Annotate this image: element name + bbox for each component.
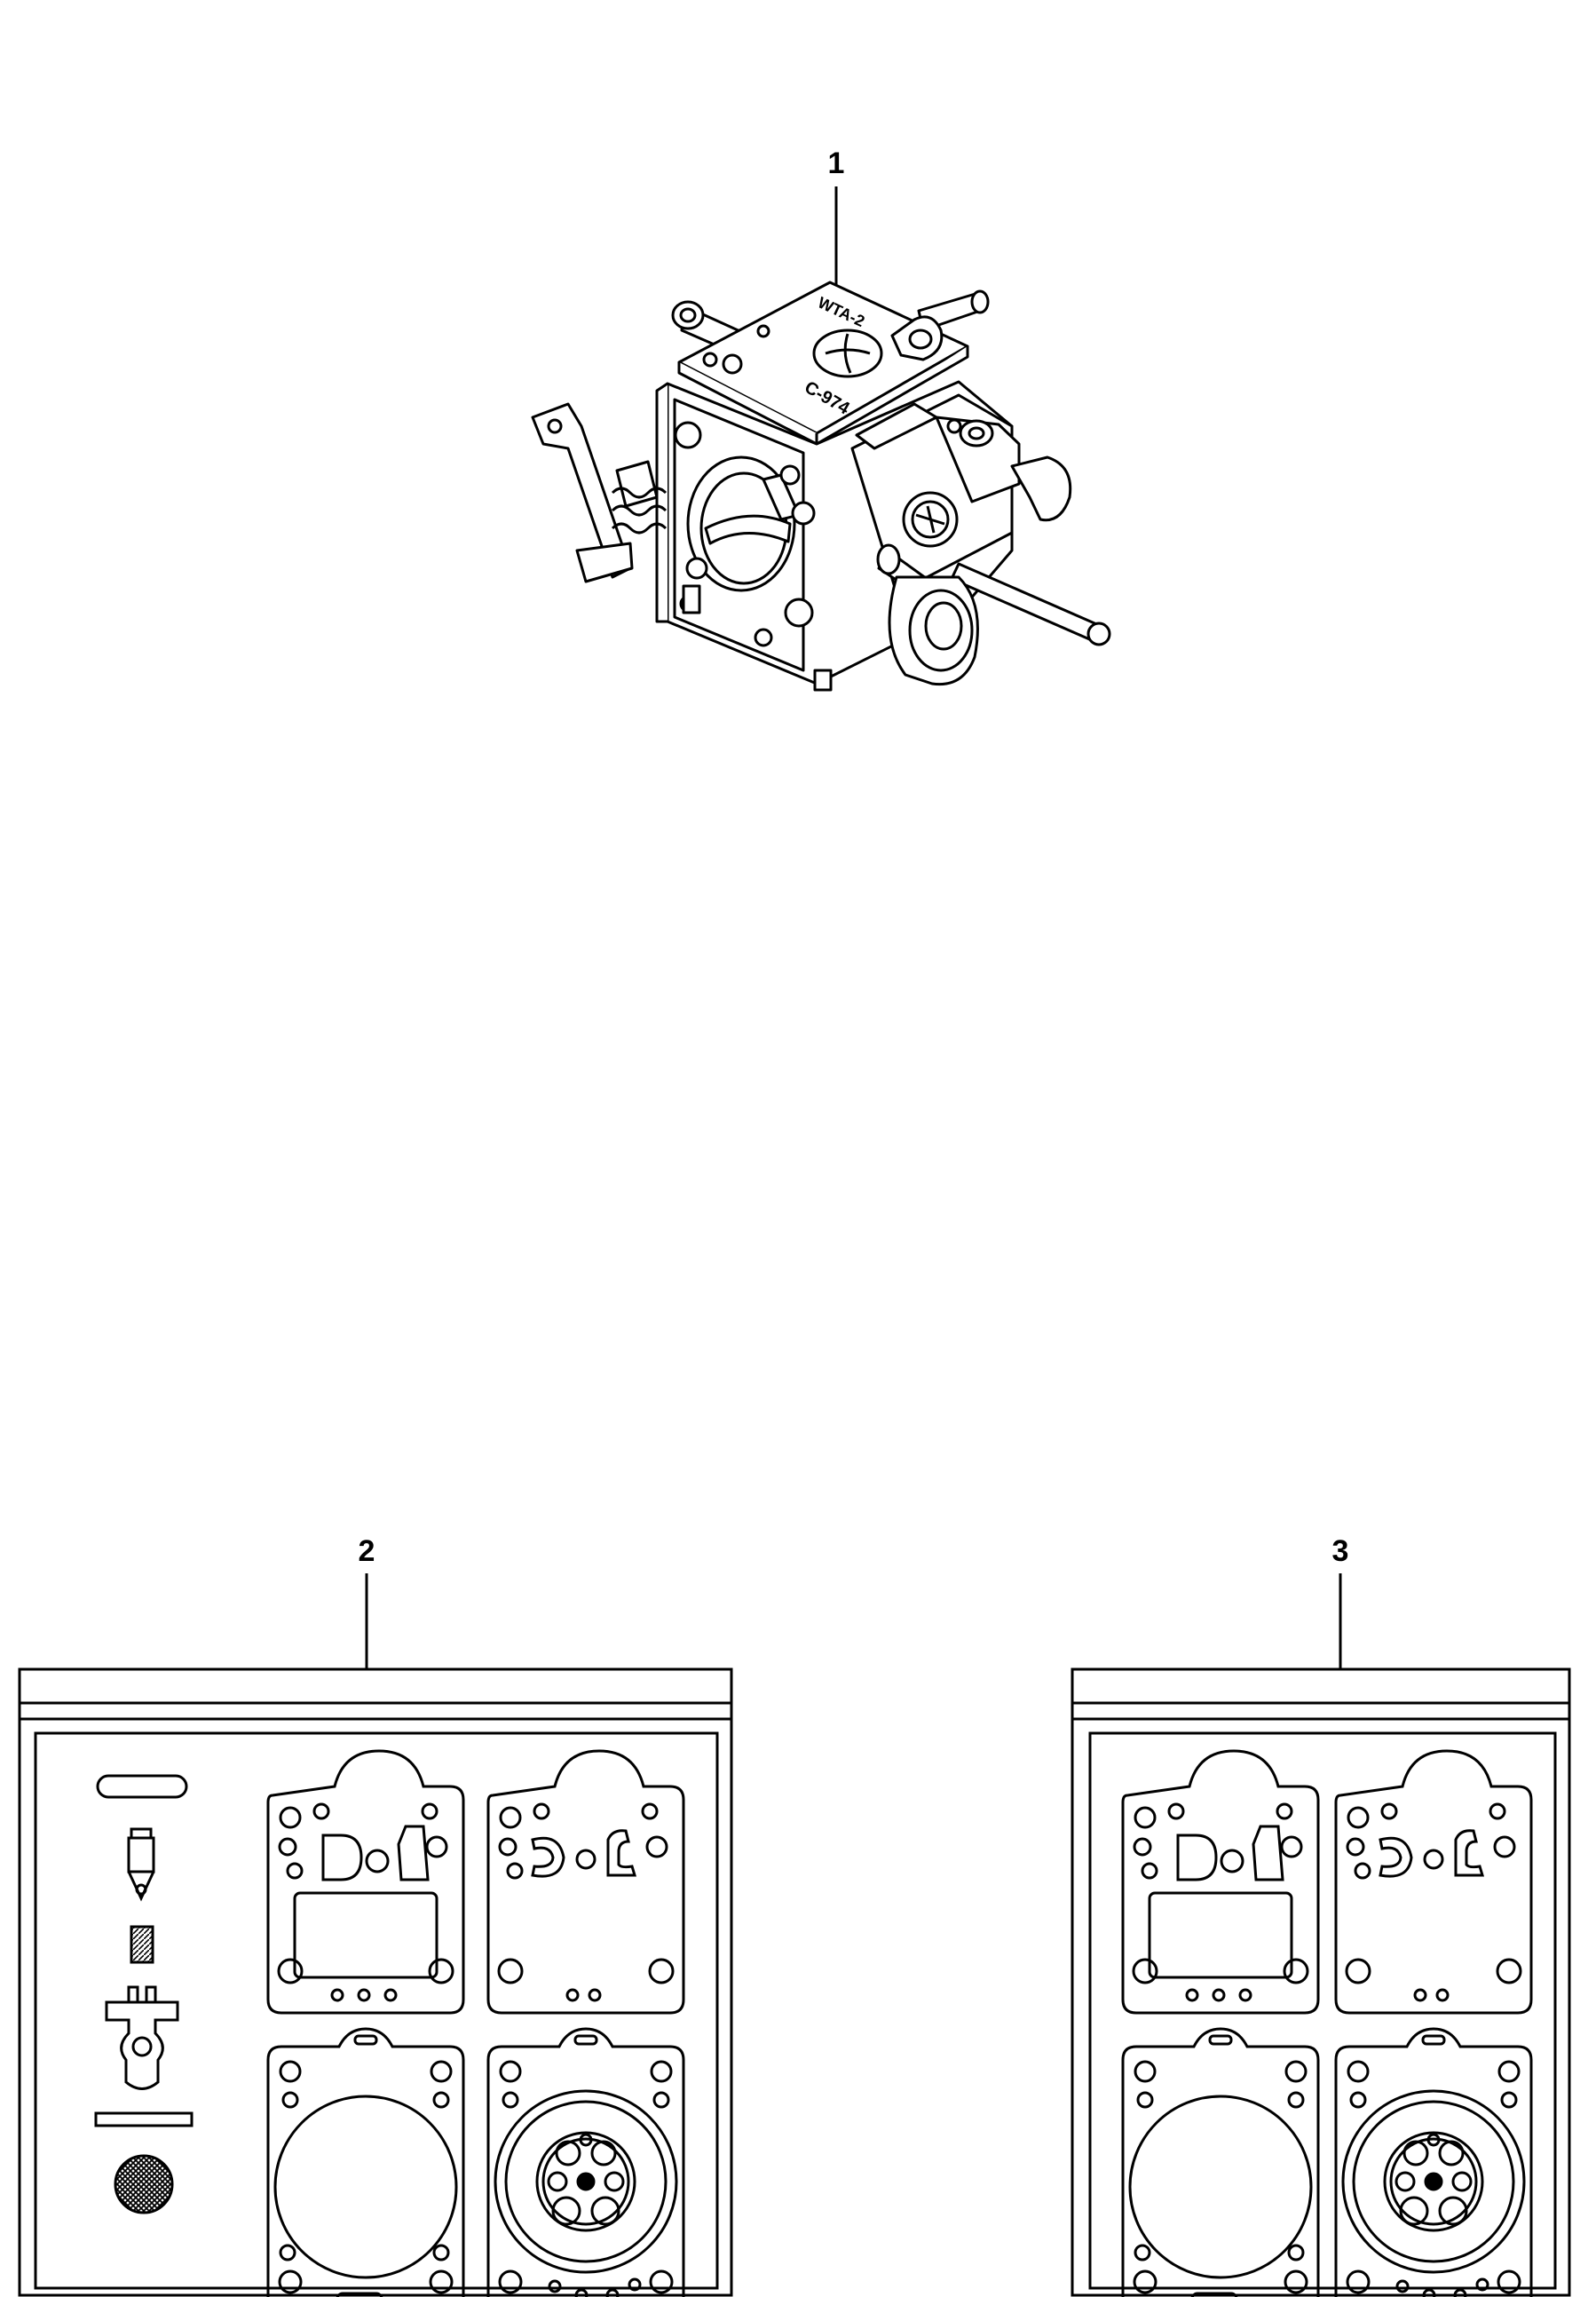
carburetor-drawing: C-974 WTA-2 [531, 281, 1111, 692]
callout-2: 2 [359, 1534, 375, 1669]
callout-label-2: 2 [359, 1534, 375, 1568]
kit3-round-gasket [1121, 2027, 1320, 2297]
repair-kit-package [18, 1667, 733, 2297]
callout-label-1: 1 [828, 147, 845, 180]
kit2-pump-gasket [486, 1749, 685, 2015]
gasket-kit-package [1071, 1667, 1571, 2297]
kit2-diaphragm-gasket [486, 2027, 685, 2297]
kit3-pump-gasket [1334, 1749, 1533, 2015]
kit-small-parts [94, 1774, 194, 2214]
kit3-metering-gasket [1121, 1749, 1320, 2015]
callout-label-3: 3 [1332, 1534, 1349, 1568]
kit2-round-gasket [266, 2027, 465, 2297]
kit3-diaphragm-gasket [1334, 2027, 1533, 2297]
kit2-metering-gasket [266, 1749, 465, 2015]
callout-3: 3 [1332, 1534, 1349, 1669]
